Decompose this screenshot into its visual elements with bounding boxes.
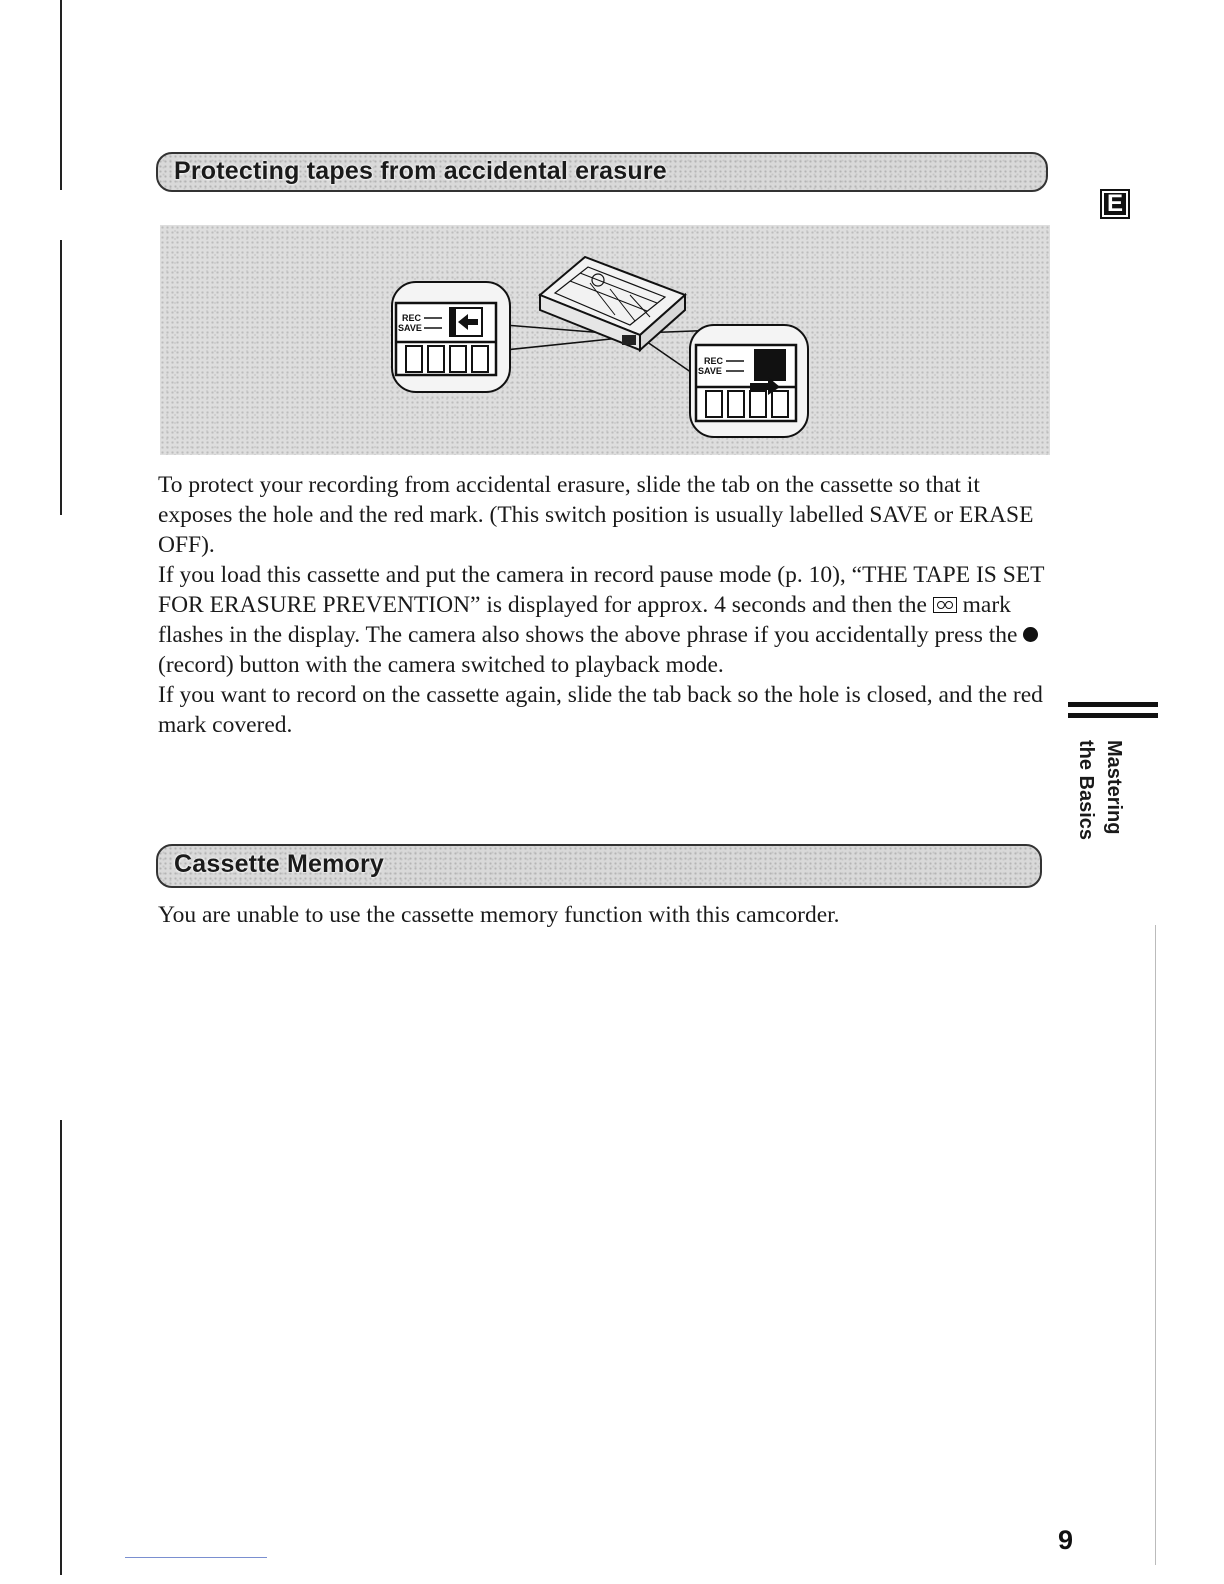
section-header-cassette-memory: Cassette Memory: [156, 844, 1042, 888]
right-rec-label: REC: [704, 356, 724, 366]
page-number: 9: [1058, 1525, 1074, 1555]
erasure-instructions: To protect your recording from accidenta…: [158, 470, 1048, 740]
footer-line: [125, 1557, 267, 1558]
binding-line-mid: [60, 240, 62, 515]
right-tab-callout: REC SAVE: [689, 324, 809, 438]
chapter-tab-bars: [1068, 702, 1158, 724]
right-save-label: SAVE: [698, 366, 722, 376]
cassette-diagram: REC SAVE REC SAVE: [391, 255, 809, 438]
cassette-erase-prevention-icon: [932, 597, 957, 613]
left-save-label: SAVE: [398, 323, 422, 333]
section-header-protecting-tapes: Protecting tapes from accidental erasure: [156, 152, 1048, 192]
cassette-memory-note: You are unable to use the cassette memor…: [158, 902, 840, 928]
right-margin-rule: [1155, 925, 1156, 1565]
left-rec-label: REC: [402, 313, 422, 323]
section-title: Protecting tapes from accidental erasure: [174, 157, 667, 185]
chapter-tab-label: Mastering the Basics: [1075, 740, 1125, 841]
paragraph-record-again: If you want to record on the cassette ag…: [158, 682, 1043, 738]
chapter-tab: Mastering the Basics: [1058, 740, 1128, 860]
paragraph-protect: To protect your recording from accidenta…: [158, 472, 1034, 558]
record-dot-icon: [1023, 627, 1039, 642]
binding-line-bottom: [60, 1120, 62, 1575]
binding-line-top: [60, 0, 62, 190]
cassette-icon: [538, 255, 687, 353]
cassette-illustration: REC SAVE REC SAVE: [160, 225, 1050, 455]
left-tab-callout: REC SAVE: [391, 281, 511, 393]
language-badge: E: [1100, 189, 1130, 219]
section-title: Cassette Memory: [174, 850, 385, 878]
paragraph-record-pause: If you load this cassette and put the ca…: [158, 562, 1045, 678]
